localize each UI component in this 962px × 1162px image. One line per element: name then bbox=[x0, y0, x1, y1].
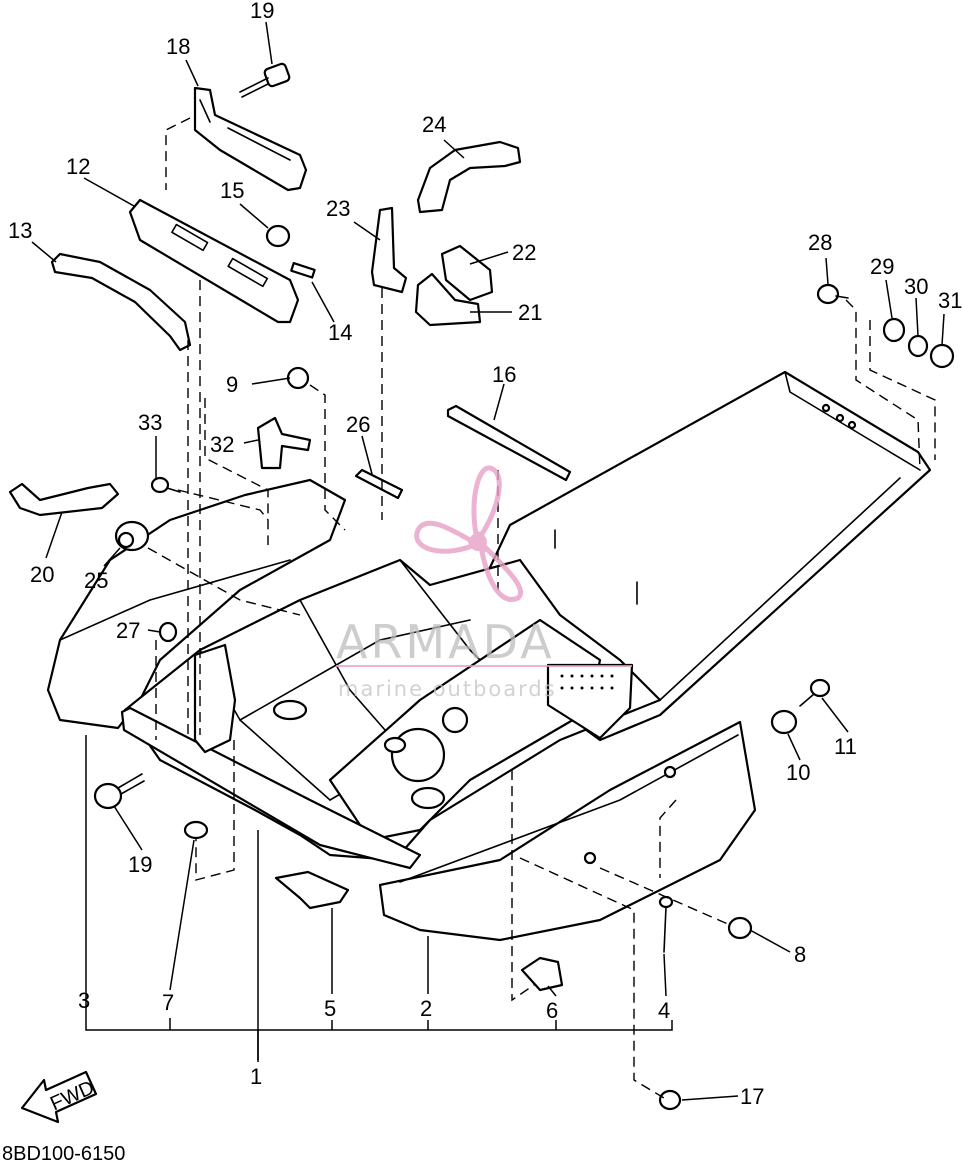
callout-4: 4 bbox=[658, 998, 670, 1023]
callout-2: 2 bbox=[420, 996, 432, 1021]
callout-19-top: 19 bbox=[250, 0, 274, 23]
bolt-part-11 bbox=[799, 678, 831, 707]
callout-21: 21 bbox=[518, 300, 542, 325]
armada-watermark: ARMADA marine outboards bbox=[336, 465, 632, 701]
cap-part-17 bbox=[658, 1089, 682, 1111]
block-part-21 bbox=[414, 272, 482, 327]
nut-part-10 bbox=[770, 709, 798, 735]
propeller-logo-icon bbox=[414, 465, 524, 602]
callout-23: 23 bbox=[326, 196, 350, 221]
cap-part-7 bbox=[183, 820, 209, 840]
callout-7: 7 bbox=[162, 990, 174, 1015]
nut-part-31 bbox=[929, 343, 955, 369]
callout-11: 11 bbox=[834, 734, 857, 759]
bolt-part-19-lower bbox=[93, 773, 145, 810]
callout-13: 13 bbox=[8, 218, 32, 243]
pin-part-4 bbox=[658, 895, 674, 953]
washer-part-30 bbox=[907, 334, 929, 358]
callout-29: 29 bbox=[870, 254, 894, 279]
callout-3: 3 bbox=[78, 988, 90, 1013]
clip-part-32 bbox=[256, 416, 312, 470]
callout-20: 20 bbox=[30, 562, 54, 587]
pad-part-20 bbox=[8, 482, 120, 517]
callout-25: 25 bbox=[84, 568, 108, 593]
bolt-part-33 bbox=[150, 476, 181, 494]
callout-33: 33 bbox=[138, 410, 162, 435]
plug-part-27 bbox=[158, 621, 178, 643]
watermark-tagline: marine outboards bbox=[338, 677, 557, 701]
block-part-22 bbox=[440, 244, 494, 302]
nut-part-9 bbox=[286, 366, 310, 390]
side-cover-part bbox=[378, 720, 757, 942]
callout-15: 15 bbox=[220, 178, 244, 203]
spacer-part-26 bbox=[354, 468, 404, 500]
bushing-part-25 bbox=[114, 520, 150, 552]
callout-12: 12 bbox=[66, 154, 90, 179]
callout-26: 26 bbox=[346, 412, 370, 437]
callout-17: 17 bbox=[740, 1084, 764, 1109]
diagram-code: 8BD100-6150 bbox=[2, 1143, 125, 1162]
nut-part-15 bbox=[265, 224, 291, 248]
callout-18: 18 bbox=[166, 34, 190, 59]
fwd-arrow-icon: FWD bbox=[20, 1070, 98, 1124]
dashed-assembly-lines bbox=[147, 117, 936, 1099]
callout-1: 1 bbox=[250, 1064, 262, 1089]
watermark-brand: ARMADA bbox=[336, 615, 555, 669]
guide-part-23 bbox=[370, 206, 408, 294]
callout-32: 32 bbox=[210, 432, 234, 457]
handle-part-13 bbox=[50, 252, 192, 352]
strip-part-16 bbox=[446, 404, 572, 482]
grille-dots bbox=[560, 674, 614, 690]
pad-part-14 bbox=[290, 262, 316, 279]
bolt-part-28 bbox=[816, 283, 849, 305]
clip-part-6 bbox=[520, 956, 564, 992]
callout-22: 22 bbox=[512, 240, 536, 265]
bolt-part-19-top bbox=[239, 62, 291, 98]
callout-labels: 1 2 3 4 5 6 7 8 9 10 11 12 13 14 15 16 1… bbox=[8, 0, 962, 1109]
bumper-part-24 bbox=[416, 140, 522, 214]
callout-27: 27 bbox=[116, 618, 140, 643]
callout-19-lower: 19 bbox=[128, 852, 152, 877]
callout-5: 5 bbox=[324, 996, 336, 1021]
cap-part-8 bbox=[727, 916, 753, 940]
callout-24: 24 bbox=[422, 112, 446, 137]
stopper-part-5 bbox=[274, 870, 350, 910]
callout-14: 14 bbox=[328, 320, 352, 345]
main-frame-part bbox=[46, 370, 932, 870]
callout-28: 28 bbox=[808, 230, 832, 255]
callout-10: 10 bbox=[786, 760, 810, 785]
callout-6: 6 bbox=[546, 998, 558, 1023]
callout-30: 30 bbox=[904, 274, 928, 299]
callout-8: 8 bbox=[794, 942, 806, 967]
callout-16: 16 bbox=[492, 362, 516, 387]
plate-part-12 bbox=[128, 198, 300, 324]
callout-9: 9 bbox=[226, 372, 238, 397]
washer-part-29 bbox=[882, 317, 906, 343]
callout-31: 31 bbox=[938, 288, 962, 313]
callout-leaders bbox=[31, 21, 945, 1101]
